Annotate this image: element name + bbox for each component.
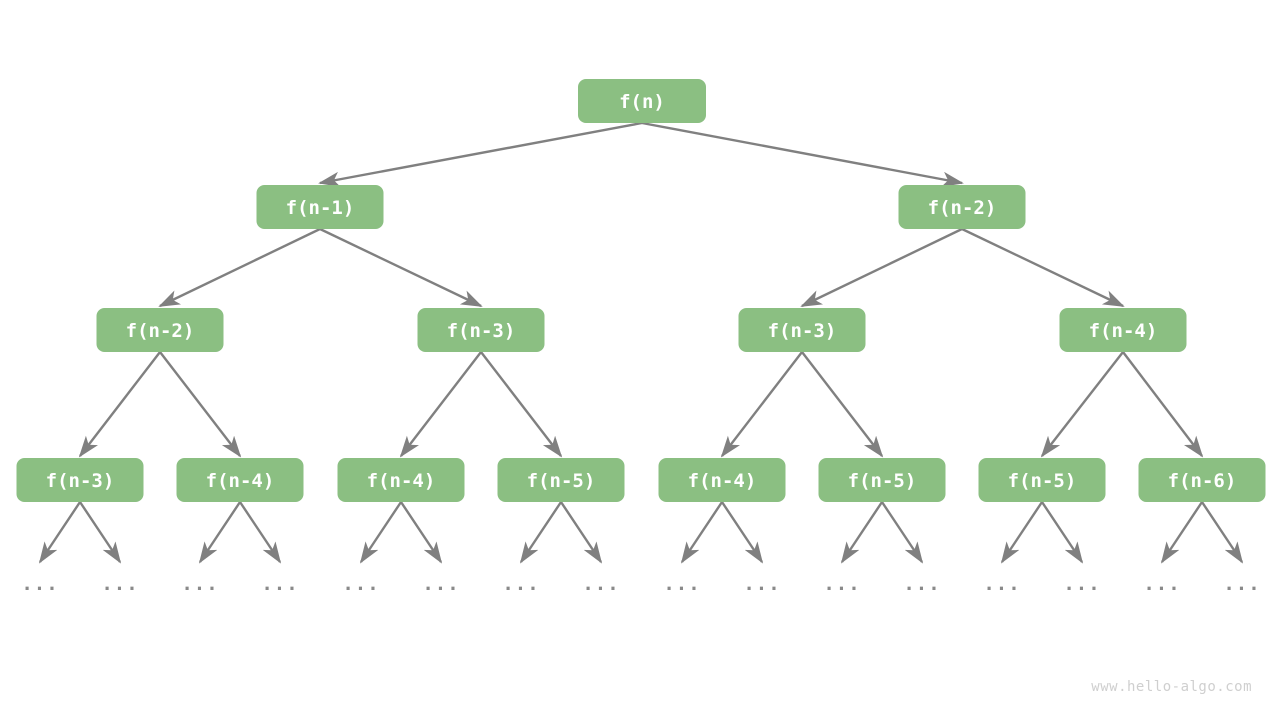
leaf-arrows-layer	[38, 501, 1244, 564]
tree-edge-leaf	[560, 501, 603, 564]
tree-edge-leaf	[79, 501, 122, 564]
tree-node-box[interactable]	[337, 458, 465, 502]
tree-node-box[interactable]	[818, 458, 946, 502]
tree-node-box[interactable]	[497, 458, 625, 502]
tree-edge	[800, 227, 963, 308]
tree-edge-leaf	[198, 501, 241, 564]
tree-edge-leaf	[1160, 501, 1203, 564]
tree-node-box[interactable]	[578, 79, 706, 123]
tree-edge	[480, 351, 563, 458]
tree-node-box[interactable]	[176, 458, 304, 502]
tree-node[interactable]: f(n-3)	[16, 458, 144, 502]
tree-leaf-ellipsis: ...	[342, 573, 379, 595]
tree-node-label: f(n-4)	[1089, 320, 1158, 342]
tree-edge-leaf	[1041, 501, 1084, 564]
tree-edge-leaf	[38, 501, 81, 564]
tree-leaf-ellipsis: ...	[502, 573, 539, 595]
tree-node-box[interactable]	[658, 458, 786, 502]
tree-node-box[interactable]	[96, 308, 224, 352]
tree-edge-leaf	[721, 501, 764, 564]
tree-leaf-ellipsis: ...	[1223, 573, 1260, 595]
tree-node-label: f(n-5)	[527, 470, 596, 492]
ellipses-layer: ........................................…	[21, 573, 1260, 595]
tree-node-box[interactable]	[1059, 308, 1187, 352]
tree-node[interactable]: f(n-2)	[898, 185, 1026, 229]
tree-leaf-ellipsis: ...	[1143, 573, 1180, 595]
tree-node-box[interactable]	[256, 185, 384, 229]
tree-edge	[801, 351, 884, 458]
tree-node[interactable]: f(n-2)	[96, 308, 224, 352]
tree-edge-leaf	[1000, 501, 1043, 564]
tree-leaf-ellipsis: ...	[743, 573, 780, 595]
tree-edge	[399, 351, 482, 458]
tree-leaf-ellipsis: ...	[1063, 573, 1100, 595]
tree-edge	[159, 351, 242, 458]
tree-leaf-ellipsis: ...	[983, 573, 1020, 595]
tree-edge	[318, 121, 643, 187]
tree-node[interactable]: f(n-5)	[978, 458, 1106, 502]
tree-node-box[interactable]	[898, 185, 1026, 229]
tree-node-label: f(n-2)	[928, 197, 997, 219]
tree-leaf-ellipsis: ...	[663, 573, 700, 595]
tree-leaf-ellipsis: ...	[21, 573, 58, 595]
tree-edge-leaf	[840, 501, 883, 564]
tree-leaf-ellipsis: ...	[181, 573, 218, 595]
tree-edge-leaf	[680, 501, 723, 564]
tree-leaf-ellipsis: ...	[903, 573, 940, 595]
tree-node-label: f(n-5)	[848, 470, 917, 492]
tree-edge-leaf	[239, 501, 282, 564]
tree-leaf-ellipsis: ...	[101, 573, 138, 595]
tree-edge	[158, 227, 321, 308]
tree-node-label: f(n-5)	[1008, 470, 1077, 492]
tree-node-label: f(n-3)	[447, 320, 516, 342]
tree-node[interactable]: f(n-1)	[256, 185, 384, 229]
tree-edge	[961, 227, 1125, 308]
tree-leaf-ellipsis: ...	[582, 573, 619, 595]
tree-edge-leaf	[400, 501, 443, 564]
nodes-layer: f(n) f(n-1) f(n-2) f(n-2) f(n-3) f(n-3) f(n-4)…	[16, 79, 1266, 502]
tree-edge	[641, 121, 964, 187]
tree-node[interactable]: f(n-4)	[1059, 308, 1187, 352]
tree-edge-leaf	[359, 501, 402, 564]
tree-leaf-ellipsis: ...	[823, 573, 860, 595]
tree-node-box[interactable]	[1138, 458, 1266, 502]
tree-node[interactable]: f(n-4)	[658, 458, 786, 502]
tree-node[interactable]: f(n-5)	[497, 458, 625, 502]
watermark-label: www.hello-algo.com	[1091, 679, 1252, 695]
tree-edge	[78, 351, 161, 458]
tree-edge	[1122, 351, 1204, 458]
tree-node-label: f(n-3)	[768, 320, 837, 342]
tree-node-label: f(n-4)	[206, 470, 275, 492]
tree-node-box[interactable]	[738, 308, 866, 352]
tree-node[interactable]: f(n-4)	[176, 458, 304, 502]
tree-node[interactable]: f(n-3)	[738, 308, 866, 352]
tree-edge-leaf	[519, 501, 562, 564]
tree-node-label: f(n-1)	[286, 197, 355, 219]
tree-node[interactable]: f(n-6)	[1138, 458, 1266, 502]
tree-node[interactable]: f(n-4)	[337, 458, 465, 502]
tree-node-label: f(n)	[619, 91, 665, 113]
tree-leaf-ellipsis: ...	[422, 573, 459, 595]
tree-node[interactable]: f(n-5)	[818, 458, 946, 502]
tree-node-label: f(n-4)	[367, 470, 436, 492]
tree-node-box[interactable]	[417, 308, 545, 352]
tree-node[interactable]: f(n-3)	[417, 308, 545, 352]
tree-node-label: f(n-6)	[1168, 470, 1237, 492]
tree-node-label: f(n-4)	[688, 470, 757, 492]
tree-leaf-ellipsis: ...	[261, 573, 298, 595]
tree-node-box[interactable]	[16, 458, 144, 502]
tree-edge	[1040, 351, 1124, 458]
tree-node-label: f(n-3)	[46, 470, 115, 492]
tree-node-label: f(n-2)	[126, 320, 195, 342]
edges-layer	[78, 121, 1204, 458]
tree-edge-leaf	[1201, 501, 1244, 564]
tree-node[interactable]: f(n)	[578, 79, 706, 123]
tree-edge	[720, 351, 803, 458]
tree-node-box[interactable]	[978, 458, 1106, 502]
tree-edge-leaf	[881, 501, 924, 564]
tree-edge	[319, 227, 483, 308]
